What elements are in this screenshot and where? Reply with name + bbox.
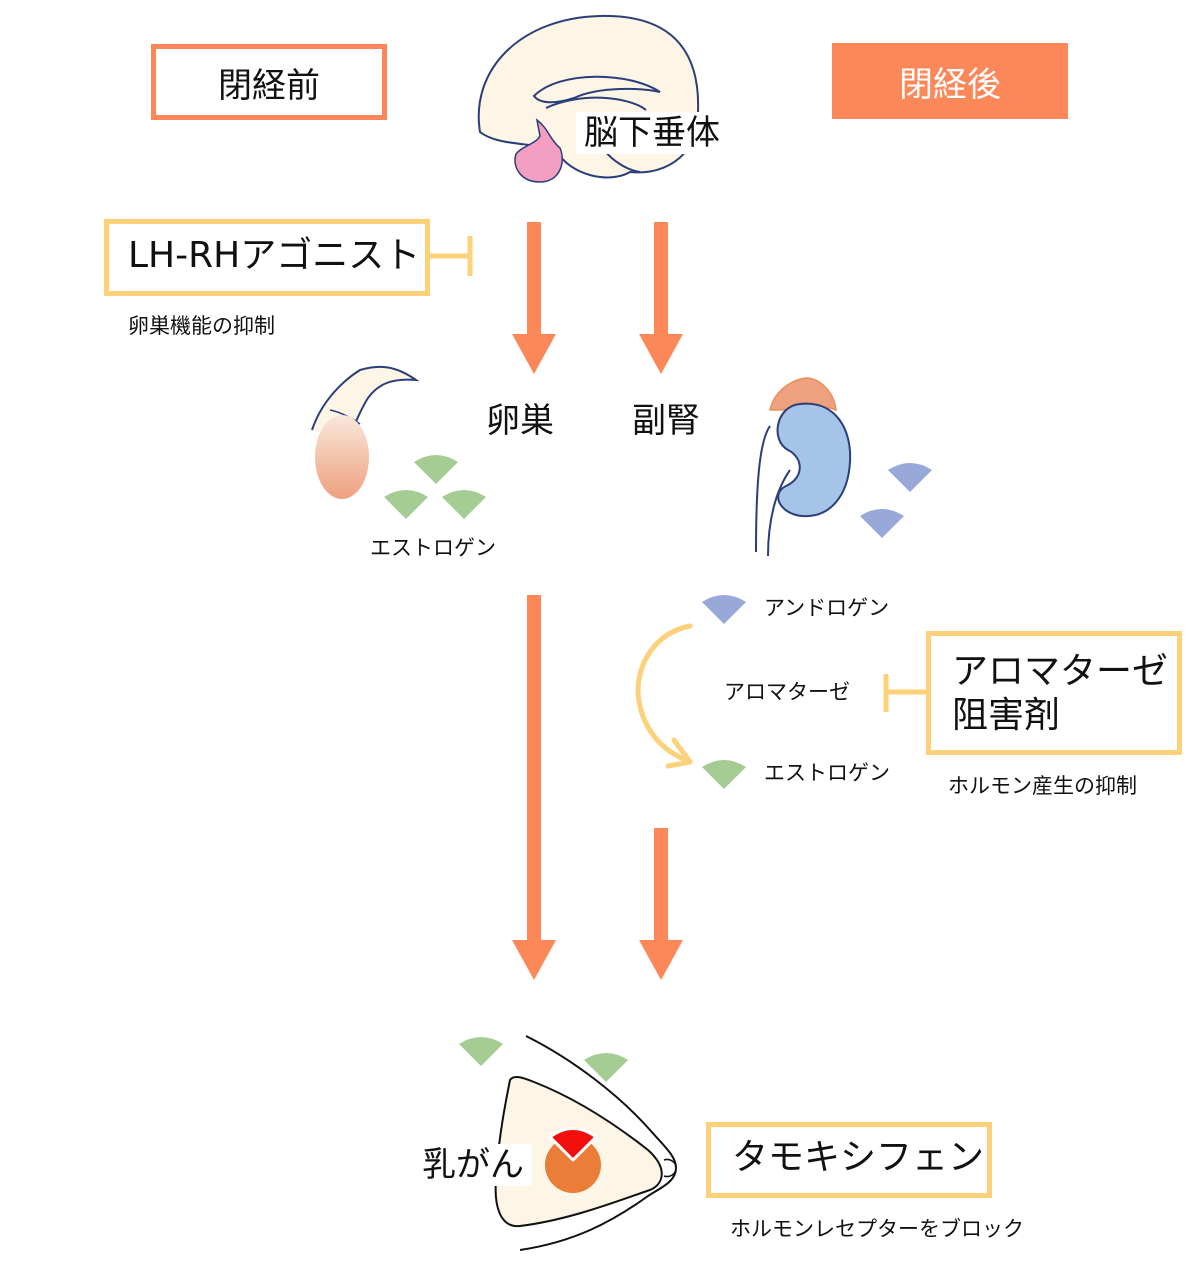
aromatase-inhibitor-name-line2: 阻害剤 — [952, 695, 1061, 736]
ovary-label: 卵巣 — [486, 401, 554, 441]
lhrh-inhibition-line — [428, 236, 473, 276]
aromatase-inhibitor-effect-text: ホルモン産生の抑制 — [948, 774, 1137, 798]
estrogen-label-converted: エストロゲン — [764, 761, 890, 785]
aromatase-inhibitor-name-line1: アロマターゼ — [952, 651, 1169, 692]
adrenal-label: 副腎 — [632, 401, 700, 441]
estrogen-label-ovary: エストロゲン — [370, 536, 496, 560]
premenopause-label: 閉経前 — [151, 44, 387, 120]
premenopause-text: 閉経前 — [218, 65, 320, 106]
androgen-wedge — [860, 509, 904, 538]
lhrh-agonist-box — [104, 219, 430, 296]
estrogen-wedge — [384, 490, 428, 519]
estrogen-wedge — [584, 1053, 628, 1082]
tumor — [545, 1137, 601, 1193]
tamoxifen-effect-text: ホルモンレセプターをブロック — [730, 1217, 1024, 1241]
arrow-pituitary-to-adrenal — [639, 222, 683, 374]
adrenal-kidney-illustration — [755, 377, 852, 557]
postmenopause-text: 閉経後 — [899, 64, 1001, 105]
tamoxifen-name: タモキシフェン — [732, 1137, 985, 1178]
arrow-adrenal-to-breast — [639, 828, 683, 980]
androgen-label: アンドロゲン — [764, 596, 890, 620]
estrogen-wedge — [459, 1037, 503, 1066]
estrogen-wedge — [702, 760, 746, 789]
aromatase-conversion-arrow — [635, 623, 693, 769]
androgen-wedge — [702, 595, 746, 624]
receptor-wedge — [548, 1127, 598, 1162]
aromatase-label: アロマターゼ — [724, 680, 850, 704]
estrogen-wedge — [414, 455, 458, 484]
ovary-illustration — [311, 365, 420, 499]
arrow-pituitary-to-ovary — [512, 222, 556, 374]
arrow-ovary-to-breast — [512, 595, 556, 980]
postmenopause-label: 閉経後 — [832, 43, 1068, 119]
lhrh-agonist-name: LH-RHアゴニスト — [128, 235, 421, 276]
estrogen-wedge — [442, 490, 486, 519]
aromatase-inhibitor-box — [926, 631, 1182, 755]
pituitary-label: 脳下垂体 — [576, 112, 728, 154]
lhrh-effect-text: 卵巣機能の抑制 — [128, 314, 275, 338]
aromatase-inhibition-line — [883, 674, 930, 712]
pituitary-gland — [514, 118, 563, 183]
androgen-wedge — [888, 463, 932, 492]
breast-cancer-label: 乳がん — [414, 1144, 532, 1186]
tamoxifen-box — [706, 1122, 992, 1198]
